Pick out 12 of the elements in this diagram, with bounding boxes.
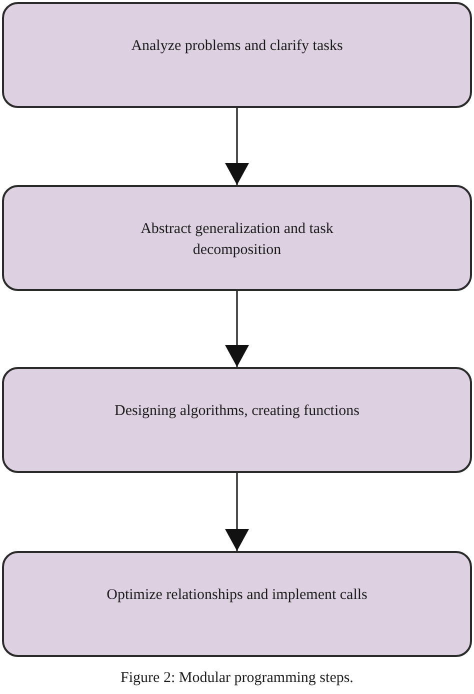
process-box xyxy=(2,185,472,291)
box-text: Optimize relationships and implement calls xyxy=(106,586,368,605)
box-text: Analyze problems and clarify tasks xyxy=(131,37,343,56)
arrow xyxy=(225,291,249,367)
arrow xyxy=(225,108,249,185)
arrow xyxy=(225,473,249,551)
process-box xyxy=(2,2,472,108)
box-text: Abstract generalization and task decomposition xyxy=(140,220,334,260)
box-text: Designing algorithms, creating functions xyxy=(114,402,360,421)
figure-caption: Figure 2: Modular programming steps. xyxy=(120,670,354,687)
process-box xyxy=(2,367,472,473)
process-box xyxy=(2,551,472,657)
